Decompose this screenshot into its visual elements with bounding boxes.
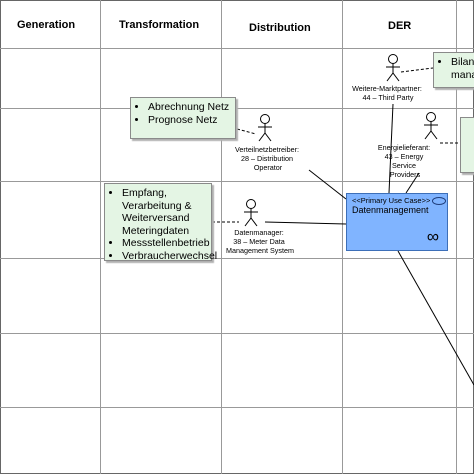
note-bilanz-item: Bilanz — [451, 56, 474, 69]
use-case-datenmanagement[interactable]: <<Primary Use Case>> Datenmanagement ∞ — [346, 193, 448, 251]
actor-datenmanager-icon — [244, 199, 258, 227]
note-data: Empfang, Verarbeitung & Weiterversand Me… — [104, 183, 217, 263]
note-connectors — [212, 67, 460, 223]
header-generation: Generation — [17, 19, 75, 31]
note-netz-item: Prognose Netz — [148, 114, 229, 127]
association-usecase-offscreen — [397, 250, 474, 386]
actor-energielieferant-label: Energielieferant: 43 – Energy Service Pr… — [378, 143, 432, 179]
note-netz-item: Abrechnung Netz — [148, 101, 229, 114]
header-distribution: Distribution — [249, 22, 311, 34]
infinity-icon: ∞ — [426, 227, 439, 246]
use-case-oval-icon — [432, 197, 447, 206]
actor-markt-label: Weitere-Marktpartner: 44 – Third Party — [352, 84, 424, 102]
note-connector-bilanz — [400, 67, 434, 73]
actor-markt-icon — [386, 54, 400, 82]
actor-datenmanager-label: Datenmanager: 38 – Meter Data Management… — [226, 228, 294, 255]
use-case-name: Datenmanagement — [352, 205, 429, 216]
association-markt-usecase — [388, 103, 394, 194]
association-lines — [264, 103, 474, 386]
note-bilanz: Bilanz manag — [433, 52, 474, 88]
use-case-stereotype: <<Primary Use Case>> — [352, 196, 447, 206]
note-bilanz-item: manag — [451, 68, 474, 81]
actor-vnb-icon — [258, 114, 272, 142]
note-data-item: Messstellenbetrieb — [122, 237, 210, 250]
note-connector-netz — [236, 128, 257, 135]
note-data-item: Verbraucherwechsel — [122, 250, 217, 263]
note-energielieferant — [460, 117, 474, 173]
note-netz: Abrechnung Netz Prognose Netz — [130, 97, 236, 139]
note-data-item: Empfang, Verarbeitung & Weiterversand Me… — [122, 187, 205, 237]
association-datenmanager-usecase — [264, 221, 347, 225]
header-der: DER — [388, 20, 411, 32]
association-energielieferant-usecase — [405, 172, 420, 194]
actor-energielieferant-icon — [424, 112, 438, 140]
actor-vnb-label: Verteilnetzbetreiber: 28 – Distribution … — [235, 145, 301, 172]
association-vnb-usecase — [308, 169, 347, 200]
header-transformation: Transformation — [119, 19, 199, 31]
